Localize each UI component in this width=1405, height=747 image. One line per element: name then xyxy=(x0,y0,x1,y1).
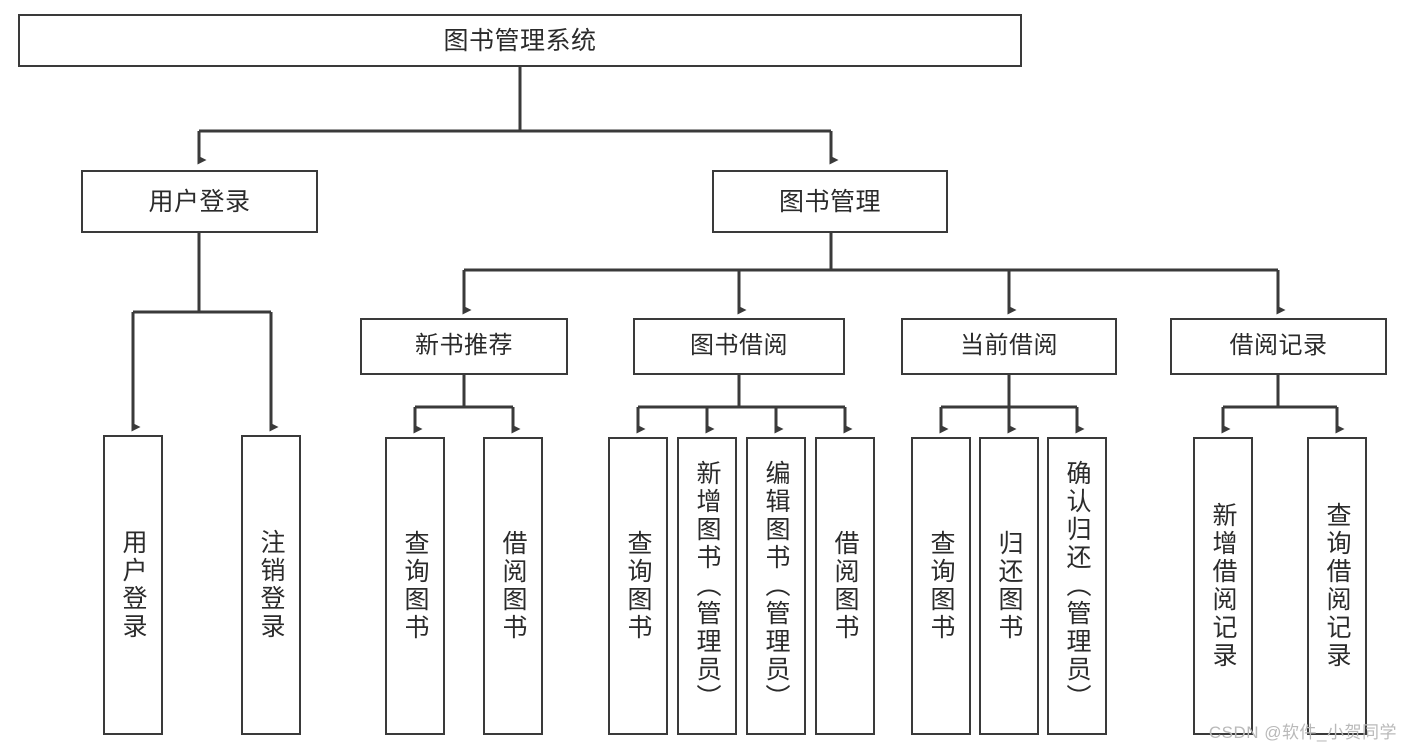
leaf-user-login-logout-label: 注销登录 xyxy=(257,529,285,641)
node-user-login[interactable]: 用户登录 xyxy=(81,170,318,233)
leaf-current-query[interactable]: 查询图书 xyxy=(911,437,971,735)
node-current-borrow[interactable]: 当前借阅 xyxy=(901,318,1117,375)
leaf-record-query-label: 查询借阅记录 xyxy=(1323,502,1351,670)
node-book-borrow-label: 图书借阅 xyxy=(690,332,788,360)
leaf-borrow-edit-book-label: 编辑图书（管理员） xyxy=(762,460,790,712)
leaf-borrow-query[interactable]: 查询图书 xyxy=(608,437,668,735)
node-root-label: 图书管理系统 xyxy=(443,26,597,55)
node-current-borrow-label: 当前借阅 xyxy=(960,332,1058,360)
leaf-current-return-label: 归还图书 xyxy=(995,530,1023,642)
node-borrow-record[interactable]: 借阅记录 xyxy=(1170,318,1387,375)
leaf-current-query-label: 查询图书 xyxy=(927,530,955,642)
node-user-login-label: 用户登录 xyxy=(148,187,251,216)
node-root[interactable]: 图书管理系统 xyxy=(18,14,1022,67)
leaf-borrow-borrow-book-label: 借阅图书 xyxy=(831,530,859,642)
node-new-book-recommend[interactable]: 新书推荐 xyxy=(360,318,568,375)
node-book-borrow[interactable]: 图书借阅 xyxy=(633,318,845,375)
leaf-borrow-borrow-book[interactable]: 借阅图书 xyxy=(815,437,875,735)
leaf-borrow-edit-book[interactable]: 编辑图书（管理员） xyxy=(746,437,806,735)
leaf-current-return[interactable]: 归还图书 xyxy=(979,437,1039,735)
leaf-current-confirm-return[interactable]: 确认归还（管理员） xyxy=(1047,437,1107,735)
leaf-record-add-label: 新增借阅记录 xyxy=(1209,502,1237,670)
leaf-new-book-query[interactable]: 查询图书 xyxy=(385,437,445,735)
leaf-record-add[interactable]: 新增借阅记录 xyxy=(1193,437,1253,735)
leaf-user-login-logout[interactable]: 注销登录 xyxy=(241,435,301,735)
leaf-user-login-login-label: 用户登录 xyxy=(119,529,147,641)
leaf-current-confirm-return-label: 确认归还（管理员） xyxy=(1063,460,1091,712)
leaf-new-book-query-label: 查询图书 xyxy=(401,530,429,642)
node-book-management-label: 图书管理 xyxy=(778,187,881,216)
leaf-borrow-query-label: 查询图书 xyxy=(624,530,652,642)
leaf-borrow-add-book-label: 新增图书（管理员） xyxy=(693,460,721,712)
leaf-borrow-add-book[interactable]: 新增图书（管理员） xyxy=(677,437,737,735)
leaf-record-query[interactable]: 查询借阅记录 xyxy=(1307,437,1367,735)
leaf-user-login-login[interactable]: 用户登录 xyxy=(103,435,163,735)
leaf-new-book-borrow[interactable]: 借阅图书 xyxy=(483,437,543,735)
node-borrow-record-label: 借阅记录 xyxy=(1229,332,1328,360)
node-book-management[interactable]: 图书管理 xyxy=(712,170,948,233)
node-new-book-recommend-label: 新书推荐 xyxy=(415,332,513,360)
leaf-new-book-borrow-label: 借阅图书 xyxy=(499,530,527,642)
